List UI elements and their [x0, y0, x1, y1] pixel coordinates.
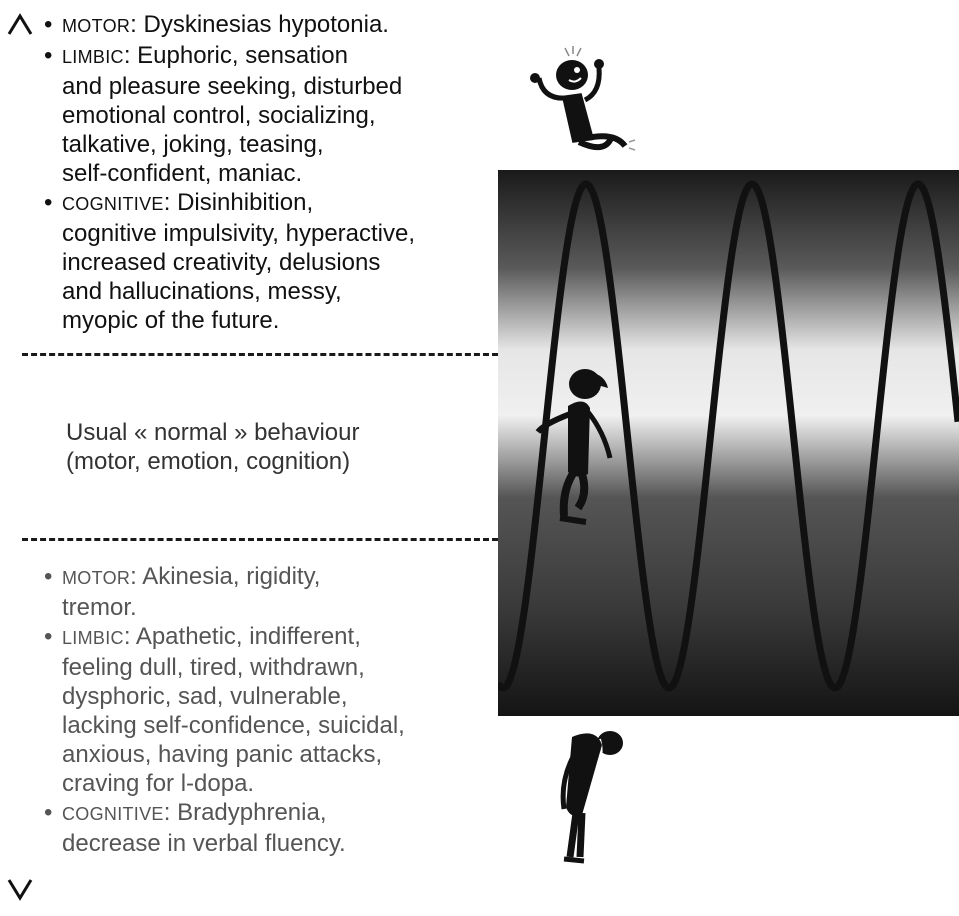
item-text: increased creativity, delusions — [62, 249, 380, 276]
item-line: self-confident, maniac. — [62, 159, 506, 188]
item-text: and hallucinations, messy, — [62, 278, 342, 305]
item-line: increased creativity, delusions — [62, 248, 506, 277]
item-line: dysphoric, sad, vulnerable, — [62, 682, 496, 711]
category-label: MOTOR — [62, 568, 130, 588]
bullet-icon: • — [44, 188, 52, 217]
item-line: decrease in verbal fluency. — [62, 829, 496, 858]
item-line: feeling dull, tired, withdrawn, — [62, 653, 496, 682]
item-text: Akinesia, rigidity, — [142, 563, 320, 590]
slumped-figure-icon — [552, 725, 627, 870]
item-line: craving for l-dopa. — [62, 769, 496, 798]
bottom-block-item-limbic: •LIMBIC: Apathetic, indifferent,feeling … — [36, 622, 496, 798]
item-text: Euphoric, sensation — [137, 42, 348, 69]
item-line: anxious, having panic attacks, — [62, 740, 496, 769]
item-text: craving for l-dopa. — [62, 770, 254, 797]
category-separator: : — [124, 623, 136, 650]
item-line: COGNITIVE: Bradyphrenia, — [62, 798, 496, 829]
category-label: COGNITIVE — [62, 804, 164, 824]
item-line: MOTOR: Dyskinesias hypotonia. — [62, 10, 506, 41]
bottom-block-item-cognitive: •COGNITIVE: Bradyphrenia,decrease in ver… — [36, 798, 496, 858]
item-text: anxious, having panic attacks, — [62, 741, 382, 768]
item-text: decrease in verbal fluency. — [62, 830, 346, 857]
excited-figure-icon — [525, 42, 640, 162]
bullet-icon: • — [44, 41, 52, 70]
category-label: LIMBIC — [62, 47, 124, 67]
category-label: LIMBIC — [62, 628, 124, 648]
item-line: myopic of the future. — [62, 306, 506, 335]
bullet-icon: • — [44, 798, 52, 827]
item-text: talkative, joking, teasing, — [62, 131, 323, 158]
item-line: COGNITIVE: Disinhibition, — [62, 188, 506, 219]
category-separator: : — [130, 563, 142, 590]
item-text: cognitive impulsivity, hyperactive, — [62, 220, 415, 247]
item-text: Apathetic, indifferent, — [136, 623, 361, 650]
item-line: MOTOR: Akinesia, rigidity, — [62, 562, 496, 593]
item-text: Disinhibition, — [177, 189, 313, 216]
bullet-icon: • — [44, 622, 52, 651]
top-block-item-motor: • MOTOR: Dyskinesias hypotonia. — [36, 10, 506, 41]
normal-behaviour-line-2: (motor, emotion, cognition) — [66, 447, 466, 476]
item-text: feeling dull, tired, withdrawn, — [62, 654, 365, 681]
category-label: MOTOR — [62, 16, 130, 36]
item-text: Bradyphrenia, — [177, 799, 326, 826]
category-separator: : — [124, 42, 137, 69]
category-separator: : — [164, 189, 177, 216]
item-line: cognitive impulsivity, hyperactive, — [62, 219, 506, 248]
hyper-state-list: • MOTOR: Dyskinesias hypotonia. • LIMBIC: E… — [36, 10, 506, 335]
category-label: COGNITIVE — [62, 194, 164, 214]
category-separator: : — [130, 11, 143, 38]
item-line: emotional control, socializing, — [62, 101, 506, 130]
item-line: LIMBIC: Euphoric, sensation — [62, 41, 506, 72]
item-text: and pleasure seeking, disturbed — [62, 73, 402, 100]
hypo-state-list: • MOTOR: Akinesia, rigidity,tremor. • LIMBI… — [36, 562, 496, 858]
bottom-block-item-motor: • MOTOR: Akinesia, rigidity,tremor. — [36, 562, 496, 622]
item-line: LIMBIC: Apathetic, indifferent, — [62, 622, 496, 653]
item-line: talkative, joking, teasing, — [62, 130, 506, 159]
vertical-arrow — [0, 0, 40, 916]
item-line: and pleasure seeking, disturbed — [62, 72, 506, 101]
item-line: lacking self-confidence, suicidal, — [62, 711, 496, 740]
bullet-icon: • — [44, 10, 52, 39]
item-text: dysphoric, sad, vulnerable, — [62, 683, 348, 710]
normal-behaviour-label: Usual « normal » behaviour (motor, emoti… — [66, 418, 466, 476]
item-text: Dyskinesias hypotonia. — [144, 11, 389, 38]
bullet-icon: • — [44, 562, 52, 591]
item-line: tremor. — [62, 593, 496, 622]
item-text: self-confident, maniac. — [62, 160, 302, 187]
top-block-item-cognitive: •COGNITIVE: Disinhibition,cognitive impu… — [36, 188, 506, 335]
normal-behaviour-line-1: Usual « normal » behaviour — [66, 418, 466, 447]
item-text: myopic of the future. — [62, 307, 279, 334]
item-line: and hallucinations, messy, — [62, 277, 506, 306]
item-text: tremor. — [62, 594, 137, 621]
item-text: lacking self-confidence, suicidal, — [62, 712, 405, 739]
category-separator: : — [164, 799, 177, 826]
item-text: emotional control, socializing, — [62, 102, 376, 129]
walking-figure-icon — [530, 362, 625, 537]
